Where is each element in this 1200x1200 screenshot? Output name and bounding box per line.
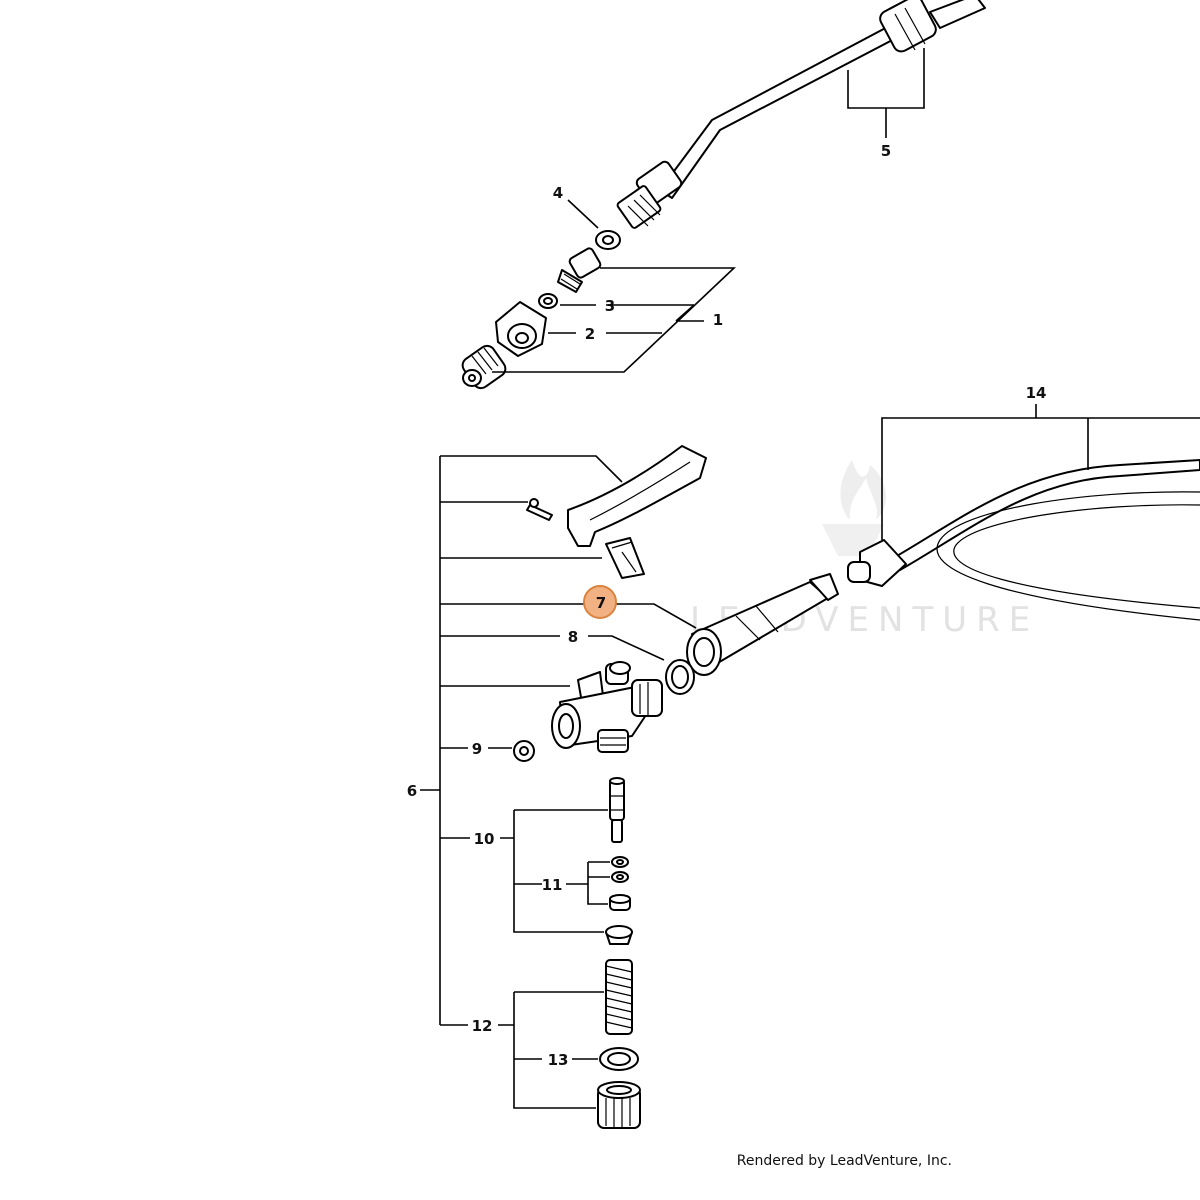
washer-part-9[interactable] [513,740,535,762]
callout-7-highlight[interactable] [583,585,617,619]
trigger-lock-part[interactable] [605,537,645,579]
leader-8 [588,635,665,661]
leader-11 [566,861,610,905]
watermark-logo [822,460,887,556]
callout-7[interactable]: 7 [596,594,606,612]
callout-9[interactable]: 9 [472,740,482,758]
callout-13[interactable]: 13 [548,1051,569,1069]
leader-5 [847,48,925,138]
callout-2[interactable]: 2 [585,325,595,343]
nozzle-insert-part[interactable] [557,247,602,293]
leader-10 [440,809,608,933]
callout-10[interactable]: 10 [474,830,495,848]
valve-body-part[interactable] [551,661,663,753]
leader-4 [567,199,599,229]
leader-7 [614,603,697,629]
callout-11[interactable]: 11 [542,876,563,894]
nozzle-tip-part[interactable] [460,343,509,391]
leader-14 [881,404,1200,540]
valve-cap-part[interactable] [597,1081,641,1129]
callout-1[interactable]: 1 [713,311,723,329]
hose-part-14[interactable] [847,459,1200,621]
nozzle-cap-part-2[interactable] [495,301,547,357]
callout-5[interactable]: 5 [881,142,891,160]
o-ring-part-13[interactable] [599,1047,639,1071]
callout-12[interactable]: 12 [472,1017,493,1035]
pin-part[interactable] [526,498,553,521]
rendered-by-credit: Rendered by LeadVenture, Inc. [737,1153,952,1169]
trigger-lever-part[interactable] [567,445,707,547]
washer-part-4[interactable] [595,230,621,250]
callout-3[interactable]: 3 [605,297,615,315]
valve-stem-part-10[interactable] [609,777,625,843]
handle-tube-part-7[interactable] [686,573,839,676]
leader-12 [440,991,604,1109]
leader-6 [420,455,623,1025]
o-ring-part-3[interactable] [538,293,558,309]
o-rings-part-11[interactable] [609,856,631,911]
spring-part-12[interactable] [605,959,633,1035]
callout-14[interactable]: 14 [1026,384,1047,402]
callout-6[interactable]: 6 [407,782,417,800]
callout-8[interactable]: 8 [568,628,578,646]
leader-1 [492,267,737,373]
callout-4[interactable]: 4 [553,184,563,202]
valve-seat-part[interactable] [605,925,633,945]
o-ring-part-8[interactable] [665,659,695,695]
lance-part-5[interactable] [616,0,986,229]
